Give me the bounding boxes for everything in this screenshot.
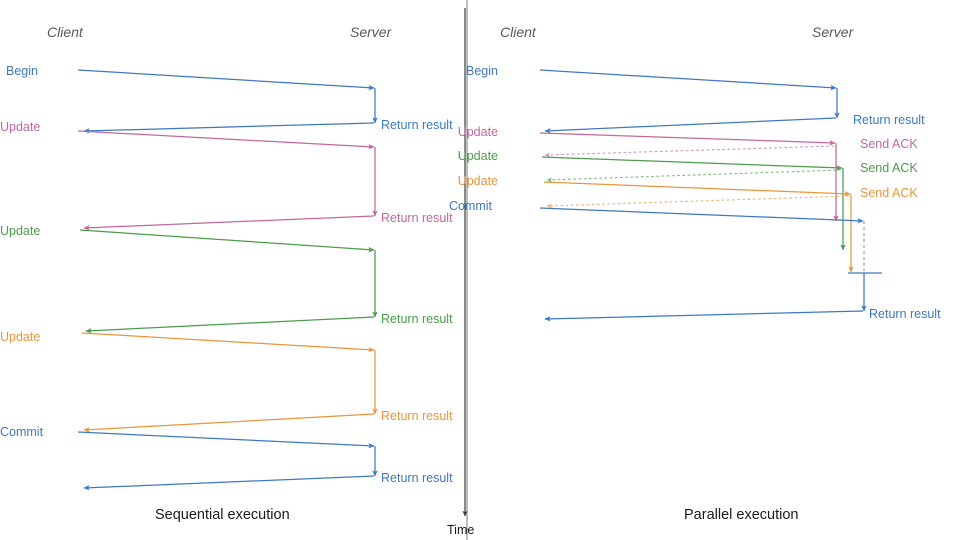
left_panel-commit-reply [83,475,375,491]
left_panel-upd1-reply [83,215,375,231]
right_panel-begin-request [539,69,837,91]
right_panel-upd2-request [541,156,843,171]
right-panel-server-labels-4: Return result [869,307,941,321]
left-header-server: Server [350,24,392,40]
left_panel-upd1-request [77,130,375,150]
left-panel-server-labels-2: Return result [381,312,453,326]
right-header-server: Server [812,24,854,40]
left-panel-client-labels-1: Update [0,120,41,134]
left_panel-commit-request [77,431,375,449]
left_panel-upd3-request [81,332,375,353]
left-panel-client-labels-4: Commit [0,425,44,439]
left-panel-server-labels-4: Return result [381,471,453,485]
left-panel-client-labels-3: Update [0,330,41,344]
time-axis-label: Time [447,523,475,537]
right_panel-upd2-ack [546,169,842,183]
right-panel-server-labels-3: Send ACK [860,186,918,200]
right-panel-client-labels-3: Update [457,174,498,188]
right-panel-client-labels-1: Update [457,125,498,139]
right-caption: Parallel execution [684,507,799,523]
right-header-client: Client [500,24,536,40]
left_panel-upd2-request [79,229,375,253]
right-panel-client-labels-0: Begin [466,64,498,78]
right_panel-commit-reply [544,310,864,322]
left-caption: Sequential execution [155,507,290,523]
left_panel-upd3-reply [83,413,375,433]
right_panel-commit-request [539,207,864,224]
right-panel-client-labels-2: Update [457,149,498,163]
right-panel-server-labels-0: Return result [853,113,925,127]
right_panel-upd3-ack [546,195,850,209]
right_panel-upd1-request [539,132,836,146]
left-panel-server-labels-1: Return result [381,211,453,225]
left-panel-client-labels-2: Update [0,224,41,238]
right_panel-upd1-ack [544,145,835,158]
left_panel-begin-request [77,69,375,91]
right_panel-upd3-request [543,181,851,197]
right_panel-begin-reply [544,117,837,134]
left-header-client: Client [47,24,83,40]
left-panel-client-labels-0: Begin [6,64,38,78]
right-panel-client-labels-4: Commit [448,199,492,213]
left_panel-begin-reply [83,122,375,134]
left_panel-upd2-reply [85,316,375,334]
right-panel-server-labels-2: Send ACK [860,161,918,175]
left-panel-server-labels-3: Return result [381,409,453,423]
right-panel-server-labels-1: Send ACK [860,137,918,151]
left-panel-server-labels-0: Return result [381,118,453,132]
